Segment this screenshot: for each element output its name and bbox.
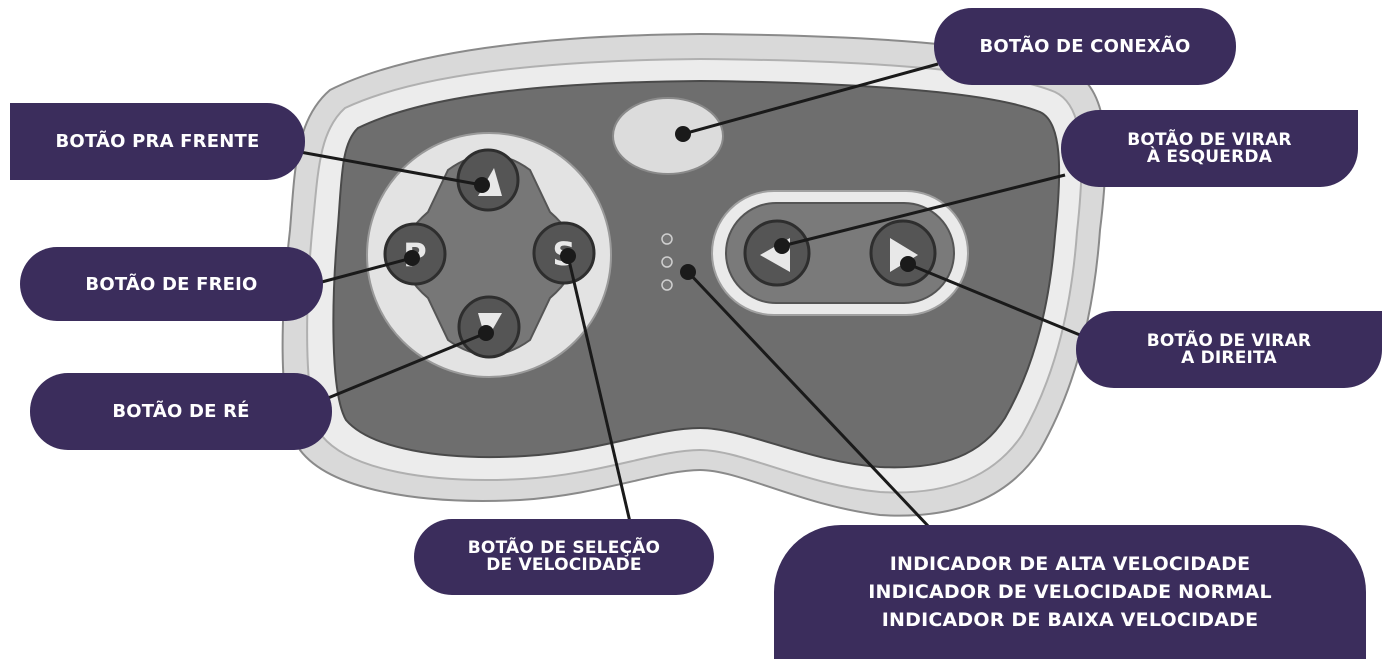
callout-line-forward <box>299 150 483 187</box>
callout-dot-brake <box>404 250 420 266</box>
callout-dot-forward <box>474 177 490 193</box>
label-reverse-text: BOTÃO DE RÉ <box>112 401 250 422</box>
label-speed-line-2: DE VELOCIDADE <box>486 555 642 575</box>
callout-line-indicators <box>686 270 932 530</box>
connect-button[interactable] <box>612 97 724 175</box>
label-reverse-button: BOTÃO DE RÉ <box>30 373 332 450</box>
label-speed-select-button: BOTÃO DE SELEÇÃO DE VELOCIDADE <box>414 519 714 595</box>
callout-line-left <box>781 173 1066 248</box>
callout-dot-connect <box>675 126 691 142</box>
callout-dot-speed <box>560 248 576 264</box>
callout-dot-indicators <box>680 264 696 280</box>
label-speed-line-1: BOTÃO DE SELEÇÃO <box>467 538 661 558</box>
label-forward-button: BOTÃO PRA FRENTE <box>10 103 305 180</box>
callout-line-connect <box>682 62 939 136</box>
low-speed-led <box>661 279 673 291</box>
label-turn-right-button: BOTÃO DE VIRAR A DIREITA <box>1076 311 1382 388</box>
label-connect-text: BOTÃO DE CONEXÃO <box>979 36 1191 57</box>
label-indicator-high: INDICADOR DE ALTA VELOCIDADE <box>889 553 1251 575</box>
callout-line-speed <box>566 255 632 523</box>
label-turn-right-line-1: BOTÃO DE VIRAR <box>1146 330 1312 351</box>
callout-dot-right <box>900 256 916 272</box>
high-speed-led <box>661 233 673 245</box>
label-turn-left-line-1: BOTÃO DE VIRAR <box>1127 129 1292 150</box>
normal-speed-led <box>661 256 673 268</box>
callout-line-right <box>907 262 1081 337</box>
label-turn-right-line-2: A DIREITA <box>1181 347 1277 368</box>
callout-line-brake <box>317 256 413 285</box>
label-indicator-low: INDICADOR DE BAIXA VELOCIDADE <box>881 609 1259 631</box>
label-forward-text: BOTÃO PRA FRENTE <box>55 131 260 152</box>
callout-line-reverse <box>327 331 487 400</box>
label-brake-button: BOTÃO DE FREIO <box>20 247 323 321</box>
label-brake-text: BOTÃO DE FREIO <box>85 273 258 295</box>
callout-dot-reverse <box>478 325 494 341</box>
label-connect-button: BOTÃO DE CONEXÃO <box>934 8 1236 85</box>
label-turn-left-line-2: À ESQUERDA <box>1146 146 1273 167</box>
label-turn-left-button: BOTÃO DE VIRAR À ESQUERDA <box>1061 110 1358 187</box>
triangle-right-icon <box>890 238 918 272</box>
label-speed-indicators: INDICADOR DE ALTA VELOCIDADE INDICADOR D… <box>774 525 1366 659</box>
callout-dot-left <box>774 238 790 254</box>
label-indicator-normal: INDICADOR DE VELOCIDADE NORMAL <box>868 581 1272 603</box>
